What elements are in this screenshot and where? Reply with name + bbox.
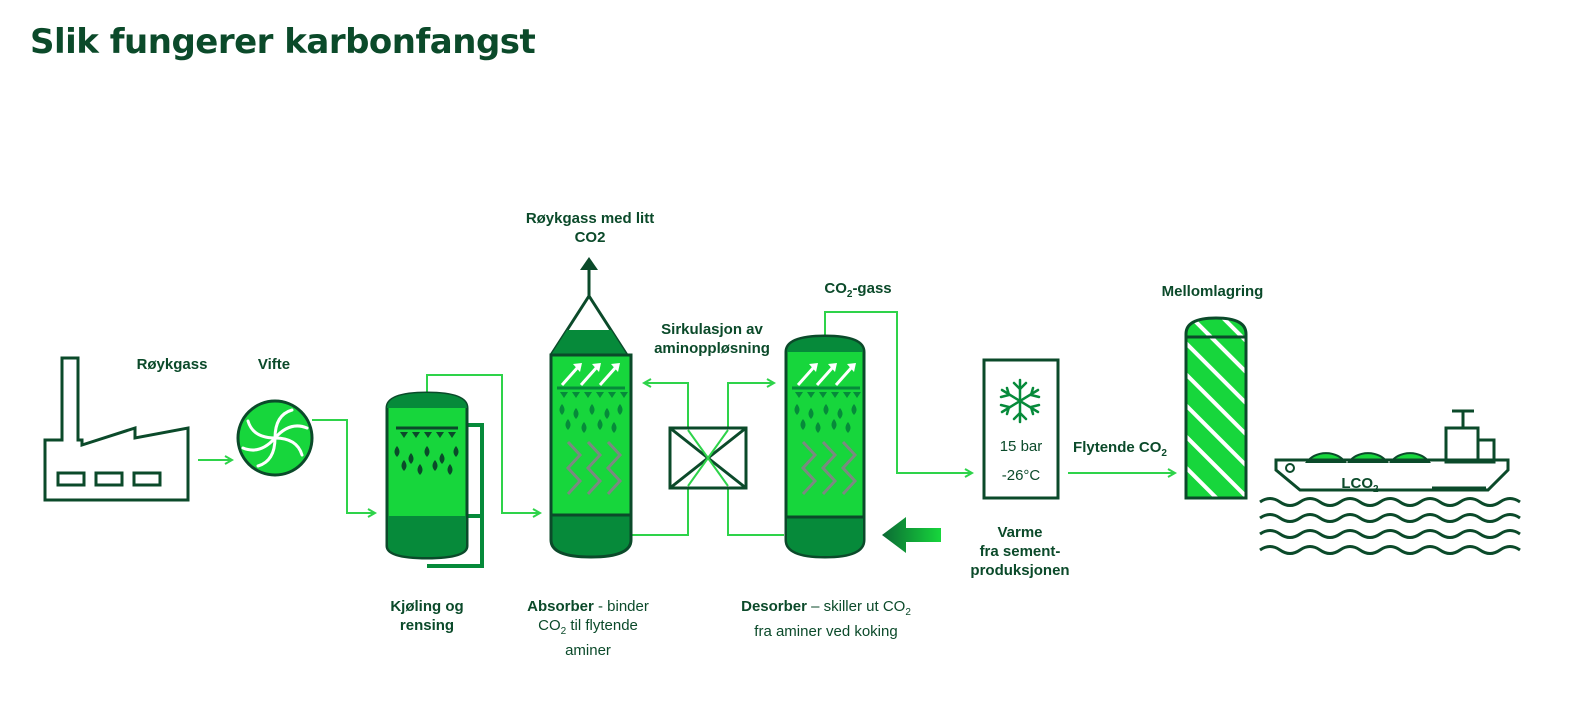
liquid-co2-label: Flytende CO2 bbox=[1073, 439, 1167, 459]
absorber-label: Absorber - binder CO2 til flytende amine… bbox=[527, 598, 649, 659]
desorber-tower-icon bbox=[784, 334, 866, 559]
page-title: Slik fungerer karbonfangst bbox=[30, 22, 536, 62]
cooler-tank-icon bbox=[385, 391, 484, 568]
heat-arrow-icon bbox=[882, 517, 941, 553]
ship-icon bbox=[1274, 409, 1510, 492]
cooling-label: Kjøling og rensing bbox=[390, 598, 464, 634]
factory-icon bbox=[43, 356, 190, 502]
temperature-label: -26°C bbox=[1001, 467, 1041, 484]
fan-label: Vifte bbox=[257, 356, 291, 373]
absorber-tower-icon bbox=[549, 257, 633, 559]
pressure-label: 15 bar bbox=[999, 438, 1043, 455]
co2-gas-label: CO2-gass bbox=[824, 280, 892, 300]
ship-label: LCO2 bbox=[1341, 475, 1379, 495]
flue-gas-label: Røykgass bbox=[136, 356, 208, 373]
storage-tank-icon bbox=[1184, 316, 1248, 500]
snowflake-icon bbox=[982, 358, 1060, 500]
desorber-label: Desorber – skiller ut CO2 fra aminer ved… bbox=[741, 598, 911, 640]
waves-icon bbox=[1259, 497, 1521, 555]
storage-label: Mellomlagring bbox=[1161, 283, 1264, 300]
fan-icon bbox=[236, 399, 314, 477]
